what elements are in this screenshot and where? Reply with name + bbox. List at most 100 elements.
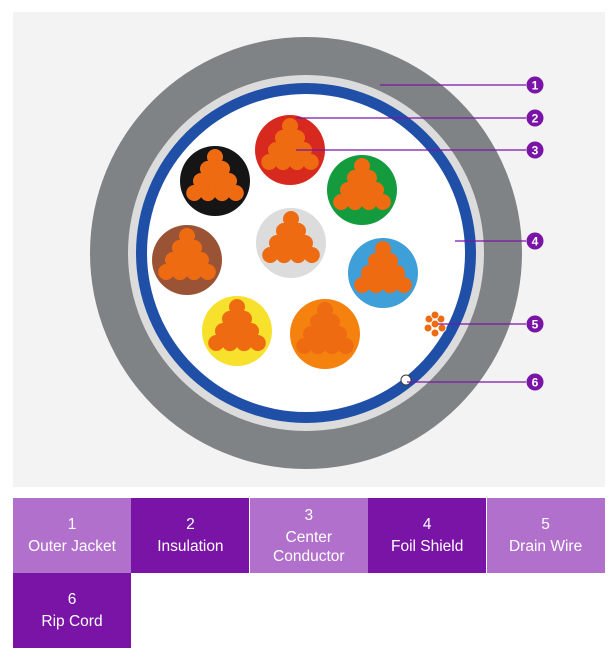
callout-marker-label: 4 [532,235,539,249]
conductor-strand [361,169,377,186]
conductor-strand [337,338,354,354]
callout-marker-6 [526,373,544,391]
conductor-strand [347,169,363,186]
conductor-strand [368,252,384,269]
conductor-strand [382,252,398,269]
rip-cord [400,374,412,386]
conductor-strand [310,338,326,355]
conductor-strand [221,173,237,189]
conductor-strand [317,302,333,318]
conductor-strand [303,326,319,342]
conductor-strand [290,222,306,239]
conductor-strand [200,185,216,202]
drain-wire-strand [423,323,433,333]
legend-item-label: Center Conductor [273,528,345,565]
conductor-strand [389,265,405,281]
conductor-strand [275,154,291,171]
conductor-strand [229,323,245,339]
conductor-strand [361,265,377,281]
callout-marker-5 [526,315,544,333]
conductor-strand [193,173,209,189]
conductor-strand [236,310,252,327]
conductor-strand [361,194,377,211]
legend-item-number: 4 [422,516,432,533]
legend-item-label: Rip Cord [41,613,103,630]
conductor-strand [186,264,202,281]
conductor-strand [158,264,175,280]
conductor-strand [275,129,291,146]
conductor-strand [296,338,313,354]
conductor-strand [229,299,245,315]
conductor-strand [227,185,244,201]
legend-item-number: 5 [541,516,550,533]
callout-marker-4 [526,232,544,250]
conductor-strand [222,335,238,352]
conductor-strand [354,277,371,293]
conductor-strand [282,118,298,134]
conductor-strand [382,277,398,294]
conductor-strand [243,323,259,339]
callout-marker-label: 1 [532,79,539,93]
conductor-strand [340,182,356,198]
conductor-strand [214,160,230,177]
conductor-strand [186,185,203,201]
conductor-strand [283,211,299,227]
legend-item-label: Drain Wire [508,538,583,555]
conductor-strand [354,182,370,198]
conductor-strand [290,247,306,264]
callout-marker-1 [526,76,544,94]
callout-marker-label: 2 [532,112,539,126]
conductor-strand [249,335,266,351]
conductor-strand [368,277,384,294]
conductor-strand [207,173,223,189]
conductor-strand [208,335,225,351]
conductor-strand [331,326,347,342]
conductor-strand [222,310,238,327]
conductor-strand [215,323,231,339]
conductor-strand [262,247,279,263]
legend-item-label: Outer Jacket [28,538,116,555]
conductor-strand [374,194,391,210]
callout-marker-3 [526,141,544,159]
conductor-strand [214,185,230,202]
legend-item-label: Foil Shield [391,538,464,555]
conductor-strand [236,335,252,352]
conductor-strand [310,313,326,330]
callout-marker-label: 3 [532,144,539,158]
legend-item-number: 3 [304,506,314,524]
conductor-strand [324,338,340,355]
conductor-strand [276,222,292,239]
legend-item-label: Insulation [157,538,224,555]
conductor-strand [282,142,298,158]
legend-item-number: 2 [186,516,195,533]
conductor-strand [289,129,305,146]
conductor-strand [261,154,278,170]
conductor-strand [333,194,350,210]
conductor-strand [172,239,188,256]
conductor-strand [200,160,216,177]
conductor-strand [354,158,370,174]
conductor-strand [269,235,285,251]
legend-item-number: 6 [67,591,77,608]
drain-wire-strand [430,328,440,338]
conductor-strand [395,277,412,293]
conductor-strand [283,235,299,251]
conductor-strand [165,252,181,268]
callout-marker-label: 6 [532,376,539,390]
conductor-strand [368,182,384,198]
conductor-strand [179,228,195,244]
conductor-strand [207,149,223,165]
conductor-strand [303,247,320,263]
conductor-strand [193,252,209,268]
conductor-strand [375,241,391,257]
conductor-strand [172,264,188,281]
conductor-strand [297,235,313,251]
conductor-strand [268,142,284,158]
conductor-strand [289,154,305,171]
